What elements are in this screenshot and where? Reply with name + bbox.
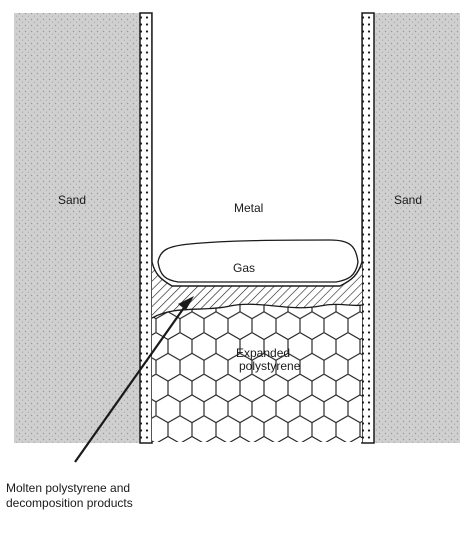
sand-right-region	[374, 13, 460, 443]
expanded-label-line1: Expanded	[236, 346, 290, 360]
molten-label-line2: decomposition products	[6, 496, 133, 510]
expanded-label-line2: polystyrene	[239, 359, 301, 373]
metal-boundary	[151, 13, 363, 287]
foam-top-edge	[151, 303, 363, 319]
expanded-polystyrene-region	[152, 304, 362, 442]
arrow-icon	[74, 296, 194, 463]
gas-pocket	[157, 239, 359, 283]
molten-label-line1: Molten polystyrene and	[6, 481, 130, 495]
gas-label: Gas	[233, 261, 255, 275]
metal-label: Metal	[234, 201, 263, 215]
molten-layer	[152, 262, 362, 318]
sand-right-label: Sand	[394, 193, 422, 207]
sand-left-region	[14, 13, 140, 443]
coating-left	[139, 12, 153, 444]
coating-right	[361, 12, 375, 444]
sand-left-label: Sand	[58, 193, 86, 207]
